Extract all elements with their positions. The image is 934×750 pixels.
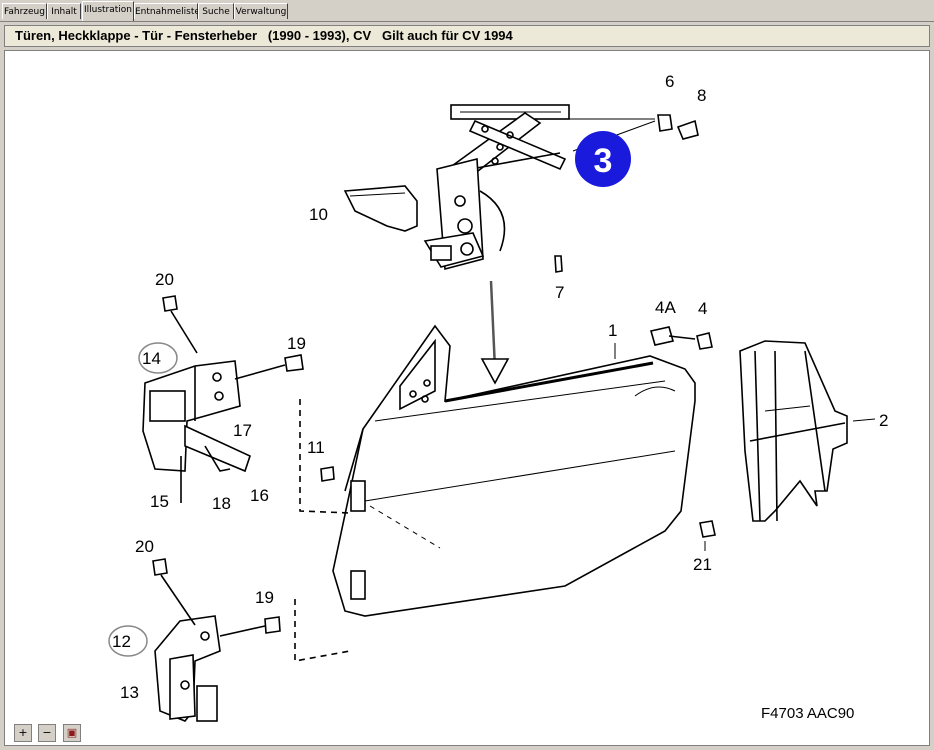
- callout-12-ring: [108, 625, 148, 657]
- zoom-out-button[interactable]: −: [38, 724, 56, 742]
- zoom-in-icon: +: [18, 726, 28, 739]
- illustration-title-bar: Türen, Heckklappe - Tür - Fensterheber (…: [4, 25, 930, 47]
- zoom-in-button[interactable]: +: [14, 724, 32, 742]
- page-title: Türen, Heckklappe - Tür - Fensterheber (…: [15, 28, 513, 43]
- callout-14[interactable]: 14: [142, 349, 161, 368]
- callout-1[interactable]: 1: [608, 321, 617, 340]
- diagram-artwork: [142, 104, 876, 722]
- callout-19-lower[interactable]: 19: [255, 588, 274, 607]
- callout-3[interactable]: 3: [594, 142, 613, 180]
- callout-10[interactable]: 10: [309, 205, 328, 224]
- illustration-canvas[interactable]: 3 6 8 10 7 20 14 19 17 11 15 18 16 1 4A …: [4, 50, 930, 746]
- tab-entnahmeliste[interactable]: Entnahmeliste: [134, 3, 200, 19]
- zoom-out-icon: −: [42, 726, 52, 739]
- tab-bar: Fahrzeug Inhalt Illustration Entnahmelis…: [0, 0, 934, 22]
- tab-suche[interactable]: Suche: [198, 3, 234, 19]
- callout-4[interactable]: 4: [698, 299, 707, 318]
- callout-15[interactable]: 15: [150, 492, 169, 511]
- callout-21[interactable]: 21: [693, 555, 712, 574]
- tab-illustration[interactable]: Illustration: [82, 1, 134, 21]
- callout-8[interactable]: 8: [697, 86, 706, 105]
- figure-reference-code: F4703 AAC90: [761, 705, 855, 722]
- exploded-parts-diagram: 3 6 8 10 7 20 14 19 17 11 15 18 16 1 4A …: [108, 72, 888, 722]
- tab-inhalt[interactable]: Inhalt: [47, 3, 81, 19]
- callout-11[interactable]: 11: [307, 438, 325, 457]
- zoom-fit-button[interactable]: ▣: [63, 724, 81, 742]
- tab-verwaltung[interactable]: Verwaltung: [234, 3, 288, 19]
- tab-fahrzeug[interactable]: Fahrzeug: [2, 3, 47, 19]
- callout-19-upper[interactable]: 19: [287, 334, 306, 353]
- callout-7[interactable]: 7: [555, 283, 564, 302]
- callout-6[interactable]: 6: [665, 72, 674, 91]
- callout-13[interactable]: 13: [120, 683, 139, 702]
- callout-14-ring: [138, 342, 178, 374]
- callout-4a[interactable]: 4A: [655, 298, 676, 317]
- callout-17[interactable]: 17: [233, 421, 252, 440]
- callout-2[interactable]: 2: [879, 411, 888, 430]
- callout-20-upper[interactable]: 20: [155, 270, 174, 289]
- callout-16[interactable]: 16: [250, 486, 269, 505]
- callout-12[interactable]: 12: [112, 632, 131, 651]
- highlight-callout-3-marker[interactable]: [575, 131, 631, 187]
- callout-20-lower[interactable]: 20: [135, 537, 154, 556]
- callout-18[interactable]: 18: [212, 494, 231, 513]
- zoom-fit-icon: ▣: [66, 726, 78, 739]
